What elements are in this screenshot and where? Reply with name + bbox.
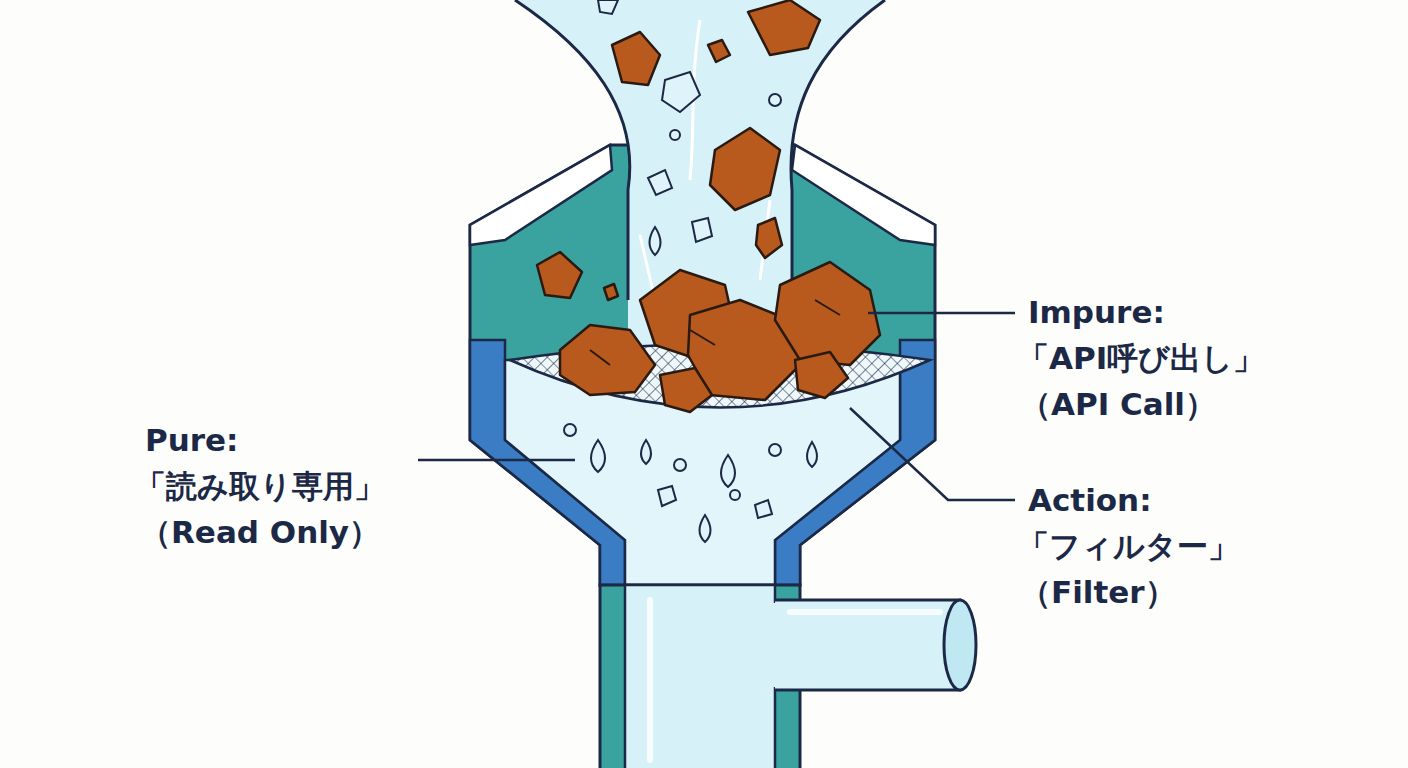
rock-crack — [590, 300, 840, 365]
leader-line — [850, 408, 1015, 500]
bubble — [674, 459, 686, 471]
rock — [795, 352, 848, 398]
bubble — [730, 490, 740, 500]
callout-text: （Read Only） — [140, 512, 380, 552]
callout-text: 「読み取り専用」 — [135, 466, 385, 506]
water-crystal — [648, 170, 672, 195]
rock — [560, 325, 655, 395]
water-drop — [650, 227, 661, 255]
pipe-joint — [772, 603, 780, 687]
water-drop — [700, 515, 711, 542]
chamber — [505, 360, 900, 585]
rock — [748, 0, 820, 55]
leader-line — [418, 459, 575, 462]
callout-text: （API Call） — [1020, 384, 1216, 424]
rock — [710, 128, 780, 210]
water-crystal — [755, 500, 772, 518]
water-drop — [721, 455, 735, 487]
callout-heading: Action: — [1028, 480, 1152, 520]
callout-heading: Pure: — [145, 420, 239, 460]
leader-lines — [418, 313, 1015, 500]
bubble — [769, 94, 781, 106]
bubble — [670, 130, 680, 140]
rock — [612, 32, 660, 85]
callout-heading: Impure: — [1028, 292, 1165, 332]
callout-text: （Filter） — [1020, 572, 1176, 612]
rock — [756, 218, 782, 258]
water-crystal — [692, 218, 712, 242]
rock — [775, 262, 880, 365]
rock — [660, 368, 712, 412]
callout-text: 「フィルター」 — [1018, 526, 1239, 566]
water-drop — [641, 440, 651, 464]
leader-line — [868, 312, 1015, 315]
pipe-shine — [650, 600, 940, 760]
rock — [708, 40, 730, 62]
water-drop — [807, 442, 817, 467]
water-particles — [564, 0, 817, 542]
rock — [537, 252, 582, 298]
pipe-wall — [600, 585, 800, 768]
water-crystal — [598, 0, 618, 14]
bubble — [769, 444, 781, 456]
bubble — [564, 424, 576, 436]
callout-text: 「API呼び出し」 — [1018, 338, 1264, 378]
pipe-opening — [944, 600, 976, 690]
housing-rim — [792, 145, 935, 245]
water-crystal — [662, 72, 700, 112]
rock — [604, 284, 618, 300]
rock-group — [537, 0, 880, 412]
housing-rim — [470, 145, 612, 245]
water-crystal — [658, 486, 676, 506]
water-drop — [591, 440, 605, 472]
